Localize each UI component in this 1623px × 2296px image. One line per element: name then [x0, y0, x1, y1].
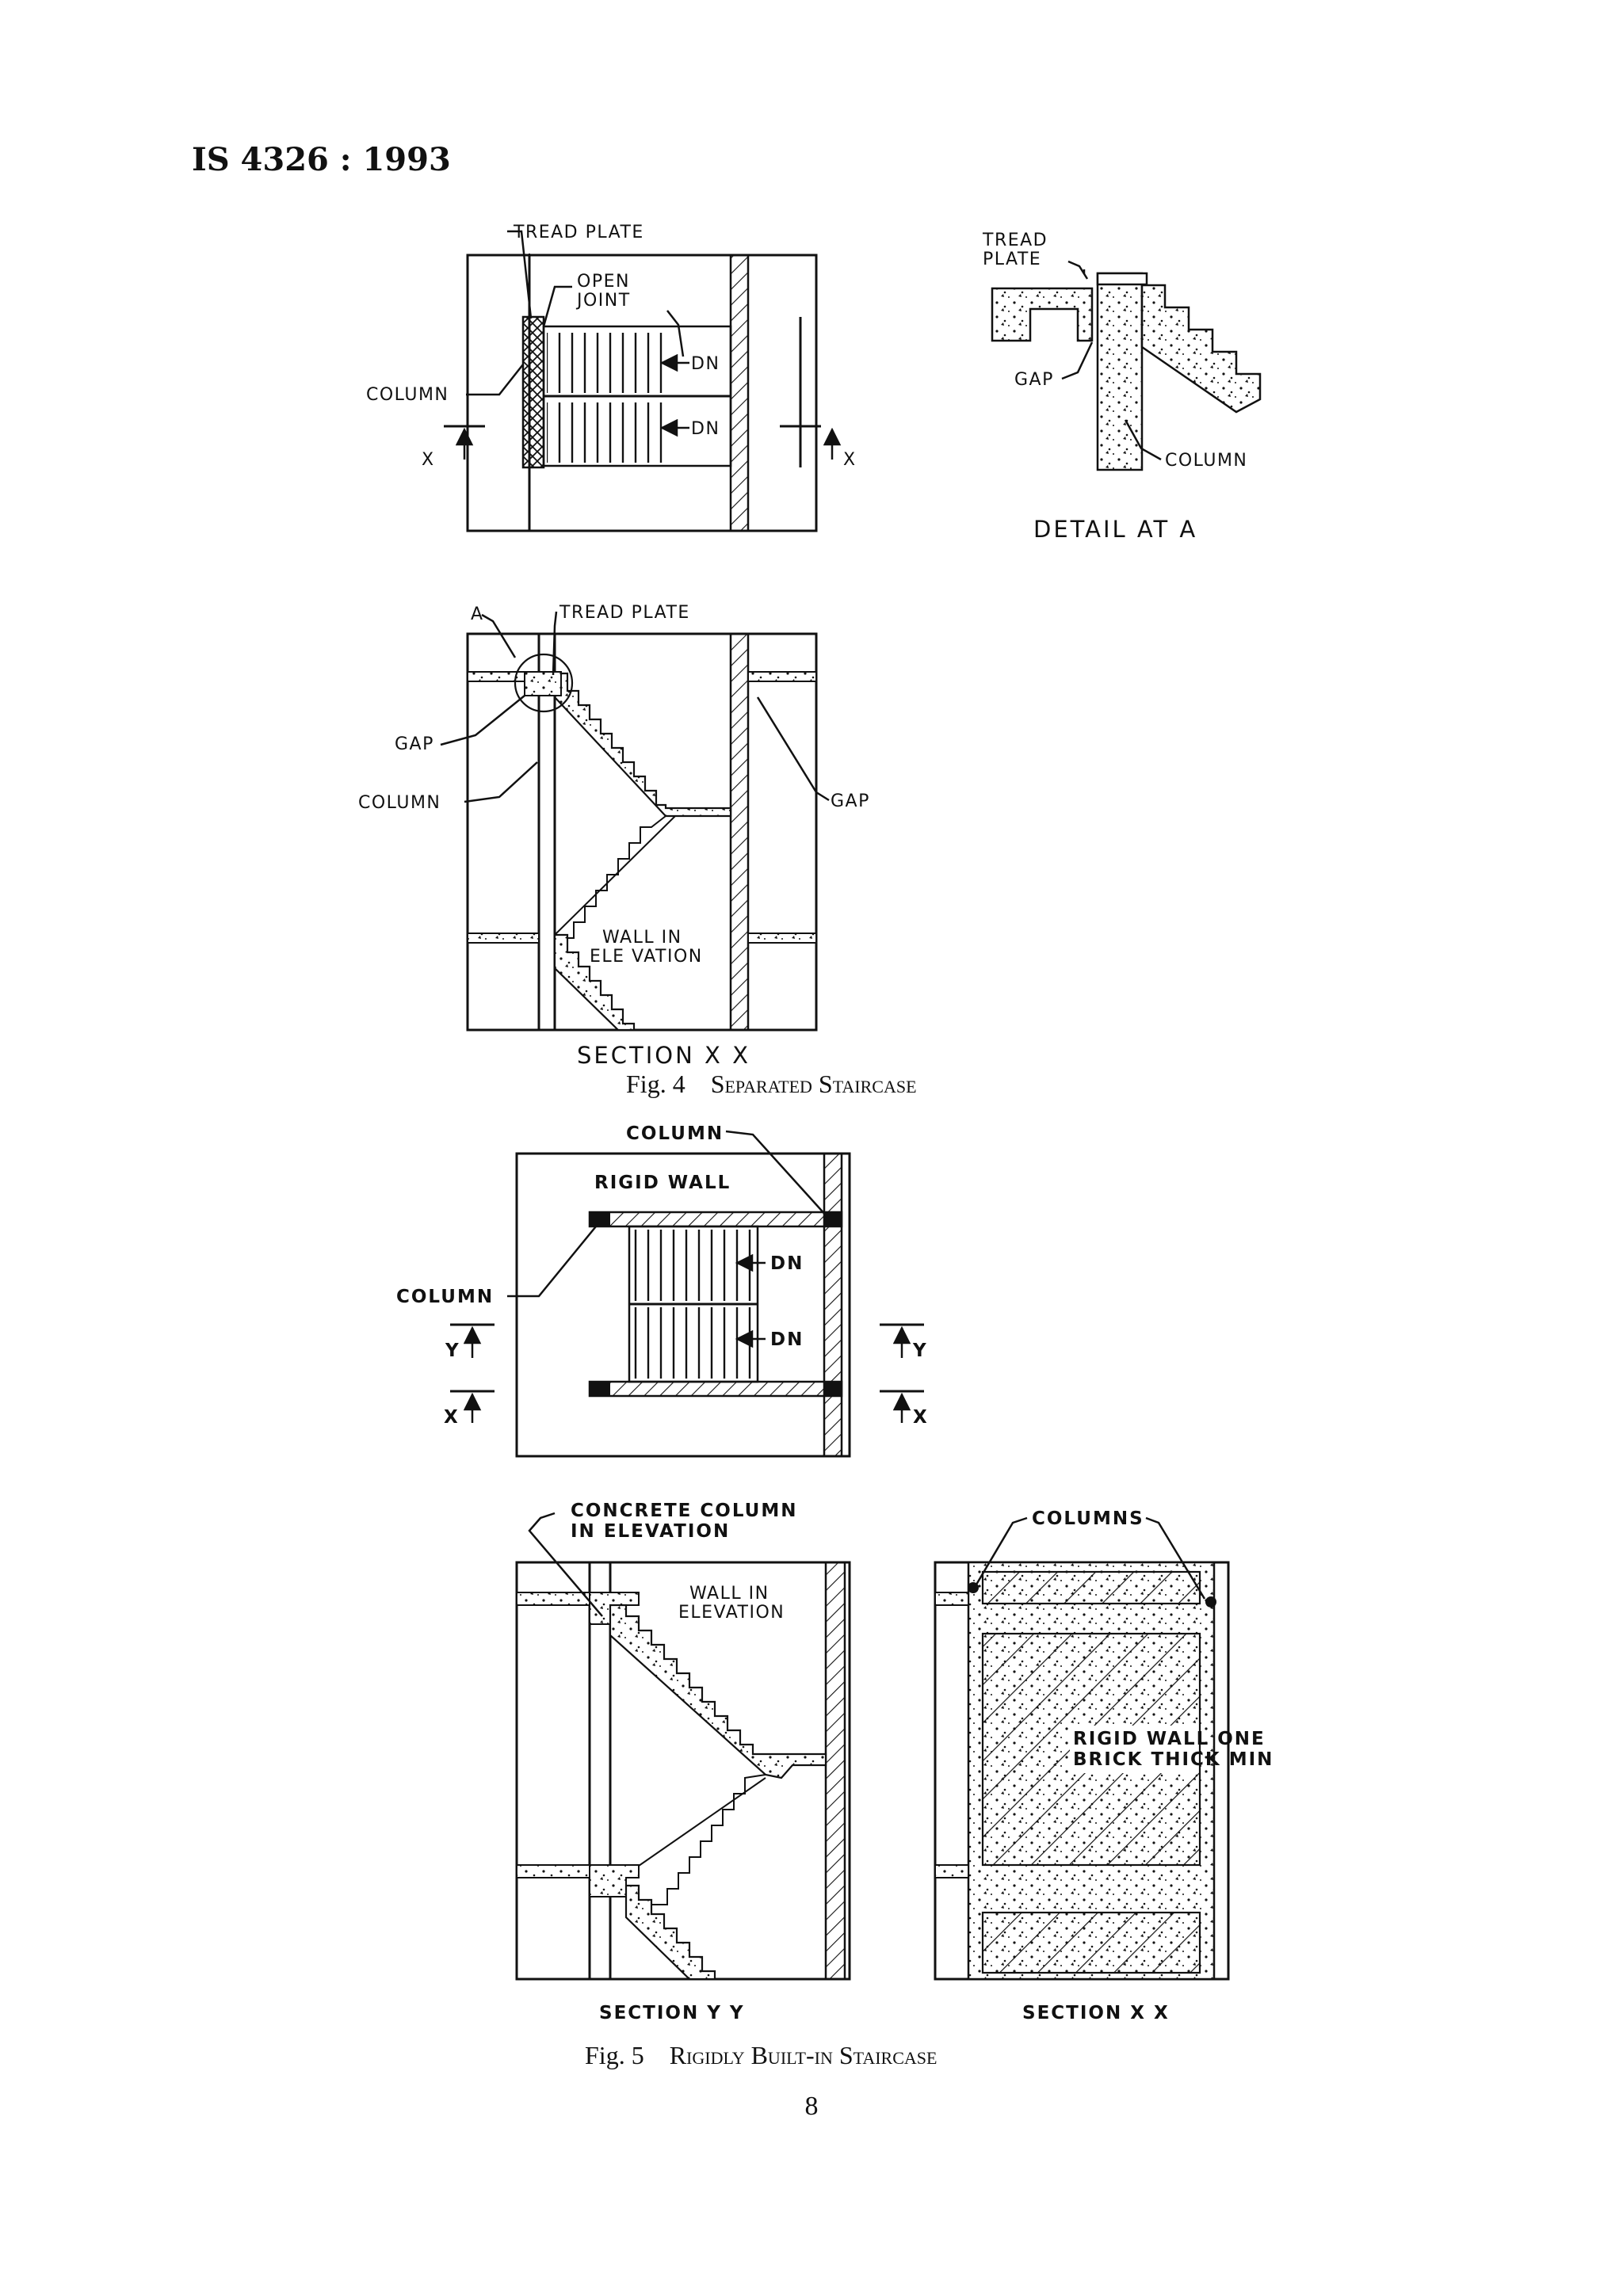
label-joint: JOINT — [575, 291, 631, 311]
fig5-label-x-left: X — [444, 1407, 460, 1428]
fig5-caption-number: Fig. 5 — [585, 2041, 644, 2069]
yy-label-in-elevation: IN ELEVATION — [571, 1521, 730, 1542]
fig4-plan-drawing: TREAD PLATE OPEN JOINT COLUMN DN DN X X — [366, 223, 857, 532]
detail-label-plate: PLATE — [983, 250, 1041, 269]
label-dn-1: DN — [691, 354, 720, 374]
yy-label-concrete-column: CONCRETE COLUMN — [571, 1501, 797, 1521]
label-x-left: X — [422, 450, 435, 470]
section-xx-title: SECTION X X — [1022, 2003, 1170, 2023]
xx-label-rigid-wall: RIGID WALL ONE — [1073, 1729, 1266, 1749]
yy-label-wall-in: WALL IN — [689, 1584, 769, 1604]
fig5-section-xx-drawing: COLUMNS RIGID WALL ONE BRICK THICK MIN S… — [934, 1508, 1274, 2023]
fig4-section-drawing: A TREAD PLATE GAP COLUMN GAP WALL IN ELE… — [358, 603, 870, 1069]
fig4-detail-drawing: TREAD PLATE GAP COLUMN DETAIL AT A — [982, 231, 1262, 543]
fig5-label-rigid-wall: RIGID WALL — [594, 1173, 731, 1193]
section-title: SECTION X X — [577, 1042, 750, 1069]
fig5-label-column-top: COLUMN — [626, 1123, 724, 1144]
label-tread-plate: TREAD PLATE — [513, 223, 644, 242]
label-column: COLUMN — [366, 385, 449, 405]
detail-title: DETAIL AT A — [1033, 516, 1197, 543]
section-label-elevation: ELE VATION — [590, 947, 703, 967]
fig5-label-y-right: Y — [912, 1341, 928, 1361]
fig5-label-dn-1: DN — [770, 1253, 804, 1274]
section-label-gap-right: GAP — [831, 791, 870, 811]
rigid-wall-top — [588, 1211, 843, 1228]
section-yy-title: SECTION Y Y — [599, 2003, 745, 2023]
rigid-wall-bottom — [588, 1380, 843, 1398]
fig5-plan-drawing: COLUMN RIGID WALL COLUMN DN DN Y X Y X — [396, 1123, 929, 1458]
fig4-caption-number: Fig. 4 — [626, 1070, 685, 1098]
section-outline — [466, 632, 818, 1032]
detail-label-gap: GAP — [1014, 370, 1054, 390]
xx-label-columns: COLUMNS — [1032, 1508, 1144, 1529]
section-label-gap-left: GAP — [395, 734, 434, 754]
section-label-wall-in: WALL IN — [602, 928, 682, 948]
xx-label-brick-thick: BRICK THICK MIN — [1073, 1749, 1274, 1770]
column-section — [1096, 272, 1144, 471]
section-label-a: A — [471, 605, 484, 624]
section-label-column: COLUMN — [358, 793, 441, 813]
yy-label-elevation: ELEVATION — [678, 1603, 785, 1623]
wall-hatched — [729, 254, 750, 532]
detail-label-tread: TREAD — [982, 231, 1048, 250]
fig5-caption: Fig. 5 Rigidly Built-in Staircase — [585, 2041, 937, 2070]
fig5-caption-text: Rigidly Built-in Staircase — [669, 2041, 938, 2069]
section-yy-outline — [515, 1561, 851, 1981]
fig4-caption-text: Separated Staircase — [710, 1070, 917, 1098]
column-crosshatched — [521, 315, 545, 469]
fig5-section-yy-drawing: CONCRETE COLUMN IN ELEVATION WALL IN ELE… — [515, 1501, 851, 2023]
fig5-label-column-left: COLUMN — [396, 1287, 494, 1307]
fig5-label-x-right: X — [913, 1407, 929, 1428]
section-label-tread-plate: TREAD PLATE — [559, 603, 690, 623]
label-dn-2: DN — [691, 419, 720, 439]
label-open: OPEN — [577, 272, 630, 292]
fig4-caption: Fig. 4 Separated Staircase — [626, 1070, 917, 1099]
page-number: 8 — [804, 2092, 819, 2121]
fig5-label-dn-2: DN — [770, 1329, 804, 1350]
detail-label-column: COLUMN — [1165, 451, 1247, 471]
fig5-plan-outline — [515, 1152, 851, 1458]
standard-header: IS 4326 : 1993 — [192, 141, 451, 178]
fig5-label-y-left: Y — [445, 1341, 460, 1361]
label-x-right: X — [843, 450, 857, 470]
